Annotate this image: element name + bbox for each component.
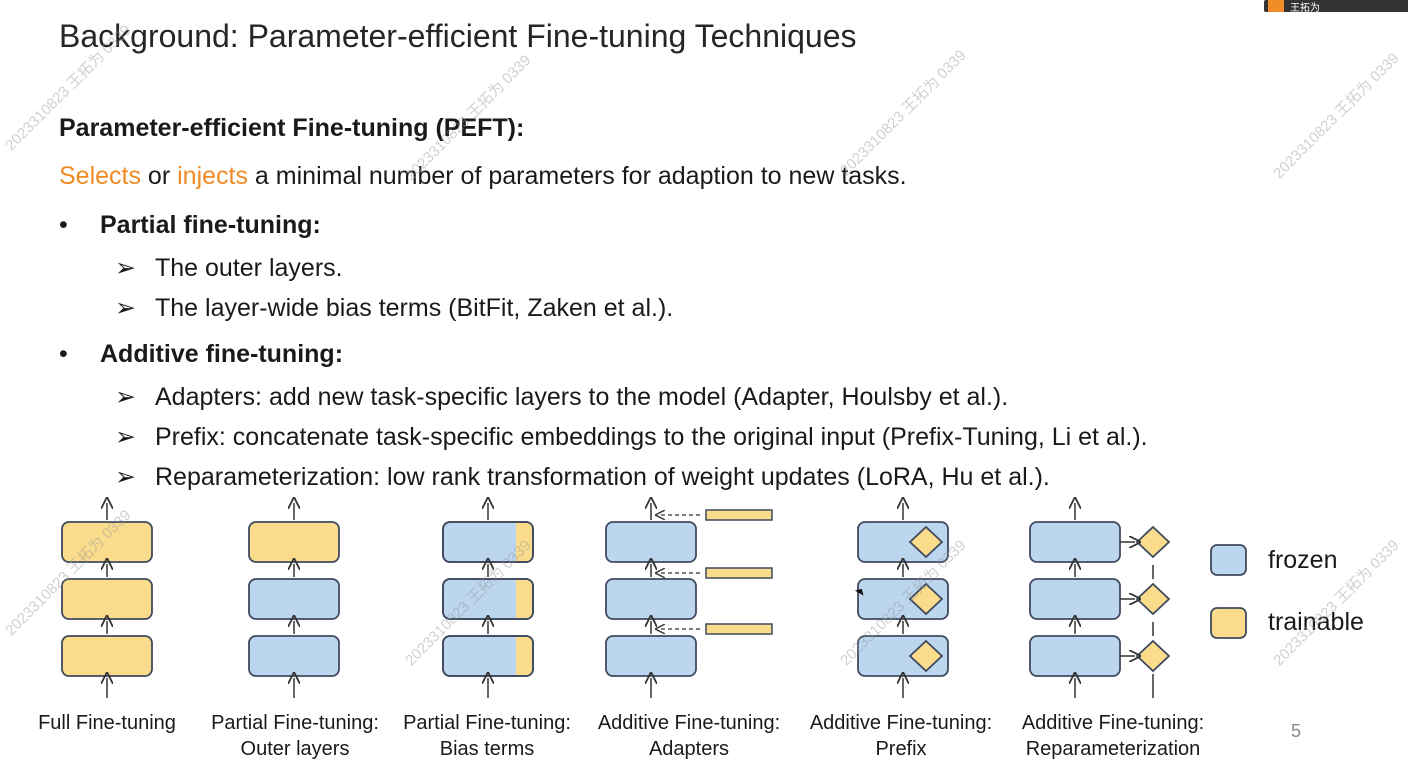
- adapter-layer: [705, 623, 773, 635]
- presenter-avatar-icon: [1268, 0, 1284, 12]
- sub-item-text: Prefix: concatenate task-specific embedd…: [155, 423, 1148, 451]
- peft-methods-diagram: [61, 496, 1247, 698]
- frozen-layer-block: [605, 521, 697, 563]
- arrow-bullet-icon: ➢: [115, 383, 136, 411]
- summary-or: or: [140, 162, 178, 190]
- frozen-layer-block: [605, 635, 697, 677]
- caption-line: Additive Fine-tuning:: [597, 712, 781, 734]
- sub-item-bias-terms: ➢ The layer-wide bias terms (BitFit, Zake…: [115, 293, 673, 323]
- adapter-layer: [705, 509, 773, 521]
- watermark: 2023310823 王拓为 0339: [837, 46, 970, 180]
- watermark: 2023310823 王拓为 0339: [1270, 49, 1403, 183]
- caption-reparameterization: Additive Fine-tuning: Reparameterization: [1008, 710, 1218, 762]
- caption-prefix: Additive Fine-tuning: Prefix: [798, 710, 1004, 762]
- prefix-diamond: [908, 582, 944, 616]
- lora-diamond: [1135, 582, 1171, 616]
- peft-summary: Selects or injects a minimal number of p…: [59, 162, 907, 191]
- legend-trainable-swatch: [1210, 607, 1247, 639]
- sub-item-text: Reparameterization: low rank transformat…: [155, 463, 1050, 491]
- slide-title: Background: Parameter-efficient Fine-tun…: [59, 18, 857, 54]
- sub-item-text: The layer-wide bias terms (BitFit, Zaken…: [155, 294, 674, 322]
- frozen-layer-block: [605, 578, 697, 620]
- caption-line: Additive Fine-tuning:: [1021, 712, 1205, 734]
- sub-item-outer-layers: ➢ The outer layers.: [115, 253, 343, 283]
- trainable-layer-block: [61, 578, 153, 620]
- bullet-partial: • Partial fine-tuning:: [59, 211, 321, 240]
- bullet-additive-label: Additive fine-tuning:: [100, 340, 344, 368]
- bullet-partial-label: Partial fine-tuning:: [100, 211, 321, 239]
- caption-full-fine-tuning: Full Fine-tuning: [10, 710, 204, 736]
- lora-diamond: [1135, 525, 1171, 559]
- presenter-name: 王拓为: [1290, 3, 1320, 14]
- caption-line: Adapters: [648, 738, 730, 760]
- bullet-dot: •: [59, 340, 68, 368]
- sub-item-prefix: ➢ Prefix: concatenate task-specific embed…: [115, 422, 1148, 452]
- sub-item-adapters: ➢ Adapters: add new task-specific layers …: [115, 382, 1008, 412]
- bias-term-strip: [516, 637, 532, 675]
- caption-line: Bias terms: [439, 738, 535, 760]
- arrow-bullet-icon: ➢: [115, 463, 136, 491]
- arrow-bullet-icon: ➢: [115, 423, 136, 451]
- arrow-bullet-icon: ➢: [115, 254, 136, 282]
- frozen-layer-block: [248, 578, 340, 620]
- presenter-indicator[interactable]: 王拓为: [1264, 0, 1408, 14]
- caption-line: Prefix: [875, 738, 927, 760]
- bias-term-strip: [516, 580, 532, 618]
- frozen-layer-block: [1029, 635, 1121, 677]
- trainable-layer-block: [248, 521, 340, 563]
- caption-outer-layers: Partial Fine-tuning: Outer layers: [198, 710, 392, 762]
- frozen-layer-block: [248, 635, 340, 677]
- legend-trainable-label: trainable: [1268, 608, 1364, 636]
- bullet-additive: • Additive fine-tuning:: [59, 340, 343, 369]
- legend-frozen-label: frozen: [1268, 546, 1338, 574]
- legend-frozen-swatch: [1210, 544, 1247, 576]
- caption-line: Full Fine-tuning: [38, 712, 176, 734]
- peft-heading: Parameter-efficient Fine-tuning (PEFT):: [59, 114, 525, 142]
- caption-line: Partial Fine-tuning:: [211, 712, 379, 734]
- caption-line: Partial Fine-tuning:: [403, 712, 571, 734]
- bullet-dot: •: [59, 211, 68, 239]
- caption-line: Reparameterization: [1025, 738, 1201, 760]
- caption-line: Additive Fine-tuning:: [809, 712, 993, 734]
- bias-term-strip: [516, 523, 532, 561]
- adapter-layer: [705, 567, 773, 579]
- injects-highlight: injects: [177, 162, 248, 190]
- frozen-layer-block: [1029, 521, 1121, 563]
- trainable-layer-block: [61, 635, 153, 677]
- lora-diamond: [1135, 639, 1171, 673]
- sub-item-text: Adapters: add new task-specific layers t…: [155, 383, 1009, 411]
- frozen-layer-block: [1029, 578, 1121, 620]
- summary-rest: a minimal number of parameters for adapt…: [247, 162, 907, 190]
- sub-item-text: The outer layers.: [155, 254, 343, 282]
- selects-highlight: Selects: [59, 162, 141, 190]
- arrow-bullet-icon: ➢: [115, 294, 136, 322]
- sub-item-reparameterization: ➢ Reparameterization: low rank transforma…: [115, 462, 1050, 492]
- page-number: 5: [1291, 721, 1302, 741]
- caption-line: Outer layers: [240, 738, 350, 760]
- prefix-diamond: [908, 525, 944, 559]
- caption-bias-terms: Partial Fine-tuning: Bias terms: [390, 710, 584, 762]
- caption-adapters: Additive Fine-tuning: Adapters: [586, 710, 792, 762]
- prefix-diamond: [908, 639, 944, 673]
